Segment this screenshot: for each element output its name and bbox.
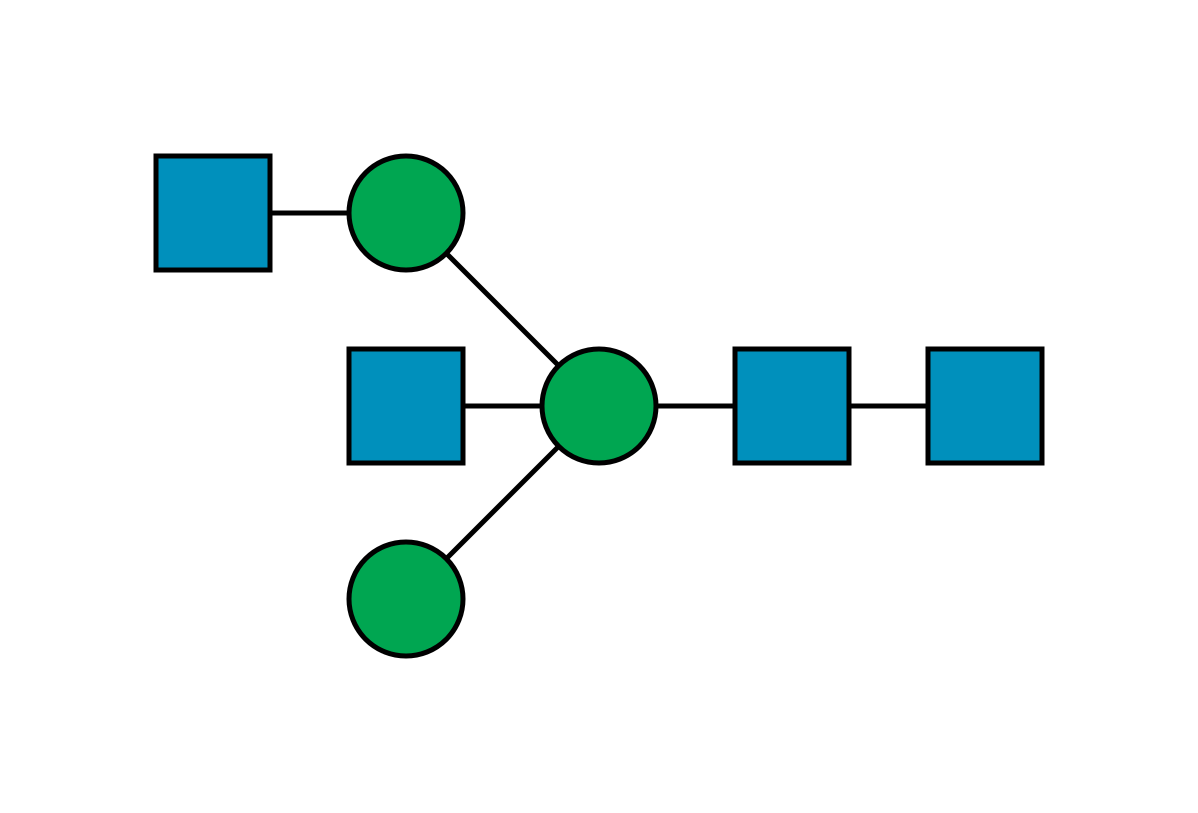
green-circle-residue-icon [539, 346, 659, 466]
blue-square-residue-icon [732, 346, 852, 466]
green-circle-residue-icon [346, 539, 466, 659]
green-circle-residue-icon [346, 153, 466, 273]
residues-layer [153, 153, 1045, 659]
blue-square-residue-icon [925, 346, 1045, 466]
blue-square-residue-icon [153, 153, 273, 273]
blue-square-residue-icon [346, 346, 466, 466]
